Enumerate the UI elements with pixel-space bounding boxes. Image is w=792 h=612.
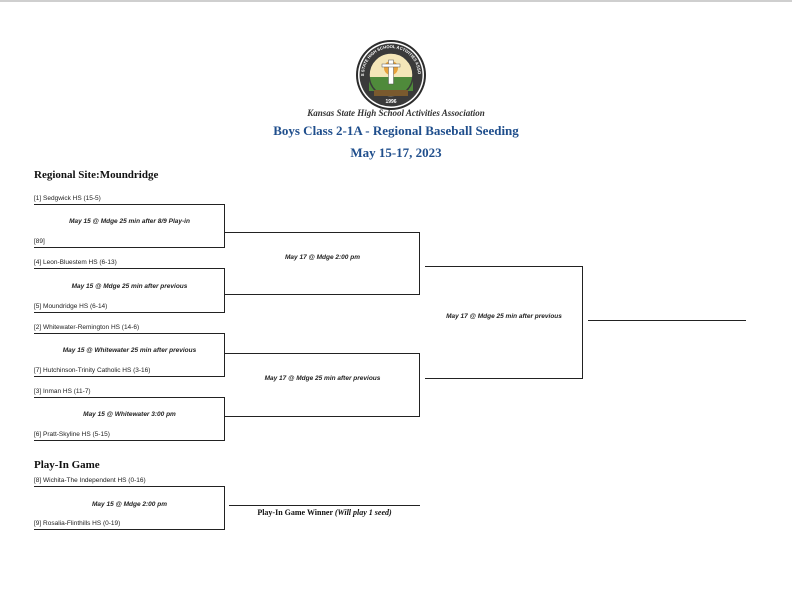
bracket-connector	[419, 232, 420, 295]
team-slot-seed2: [2] Whitewater-Remington HS (14-6)	[34, 324, 140, 331]
bracket-line	[425, 266, 583, 267]
game-info-semi-1: May 17 @ Mdge 2:00 pm	[285, 254, 360, 261]
bracket-line	[34, 204, 225, 205]
team-slot-seed5: [5] Moundridge HS (6-14)	[34, 303, 108, 310]
bracket-line	[34, 397, 225, 398]
bracket-connector	[224, 204, 225, 248]
team-slot-seed9: [9] Rosalia-Flinthills HS (0-19)	[34, 520, 121, 527]
team-slot-seed6: [6] Pratt-Skyline HS (5-15)	[34, 431, 110, 438]
bracket-connector	[224, 268, 225, 313]
page-title: Boys Class 2-1A - Regional Baseball Seed…	[273, 123, 519, 138]
bracket-line	[34, 333, 225, 334]
bracket-line	[225, 353, 420, 354]
playin-label: Play-In Game	[34, 459, 100, 471]
bracket-line	[34, 529, 225, 530]
team-slot-seed1: [1] Sedgwick HS (15-5)	[34, 195, 101, 202]
champion-line	[588, 320, 746, 321]
association-name: Kansas State High School Activities Asso…	[307, 108, 485, 118]
playin-winner-line	[229, 505, 420, 506]
team-slot-seed7: [7] Hutchinson-Trinity Catholic HS (3-16…	[34, 367, 151, 374]
bracket-connector	[582, 266, 583, 379]
game-info-r1-g2: May 15 @ Mdge 25 min after previous	[71, 283, 188, 290]
khsaa-seal-logo: KANSAS STATE HIGH SCHOOL ACTIVITIES ASSO…	[354, 38, 426, 110]
game-info-r1-g3: May 15 @ Whitewater 25 min after previou…	[62, 347, 197, 354]
regional-site-label: Regional Site:Moundridge	[34, 169, 159, 181]
seal-year: 1996	[385, 99, 396, 105]
bracket-line	[425, 378, 583, 379]
bracket-line	[34, 312, 225, 313]
team-slot-seed3: [3] Inman HS (11-7)	[34, 388, 91, 395]
team-slot-seed89: [89]	[34, 238, 45, 245]
bracket-line	[34, 486, 225, 487]
bracket-connector	[224, 397, 225, 441]
bracket-line	[34, 268, 225, 269]
bracket-line	[225, 232, 420, 233]
game-info-semi-2: May 17 @ Mdge 25 min after previous	[264, 375, 381, 382]
top-rule	[0, 0, 792, 2]
event-dates: May 15-17, 2023	[350, 145, 442, 160]
playin-winner-text: Play-In Game Winner	[257, 508, 333, 517]
bracket-connector	[419, 353, 420, 417]
game-info-playin: May 15 @ Mdge 2:00 pm	[92, 501, 167, 508]
bracket-line	[225, 294, 420, 295]
game-info-r1-g4: May 15 @ Whitewater 3:00 pm	[83, 411, 176, 418]
bracket-line	[34, 440, 225, 441]
game-info-r1-g1: May 15 @ Mdge 25 min after 8/9 Play-in	[69, 218, 190, 225]
bracket-line	[225, 416, 420, 417]
bracket-line	[34, 247, 225, 248]
bracket-connector	[224, 333, 225, 377]
bracket-line	[34, 376, 225, 377]
playin-winner-note: (Will play 1 seed)	[334, 508, 392, 517]
bracket-connector	[224, 486, 225, 530]
team-slot-seed4: [4] Leon-Bluestem HS (6-13)	[34, 259, 117, 266]
playin-winner-label: Play-In Game Winner (Will play 1 seed)	[229, 508, 420, 517]
team-slot-seed8: [8] Wichita-The Independent HS (0-16)	[34, 477, 146, 484]
game-info-final: May 17 @ Mdge 25 min after previous	[446, 313, 562, 320]
